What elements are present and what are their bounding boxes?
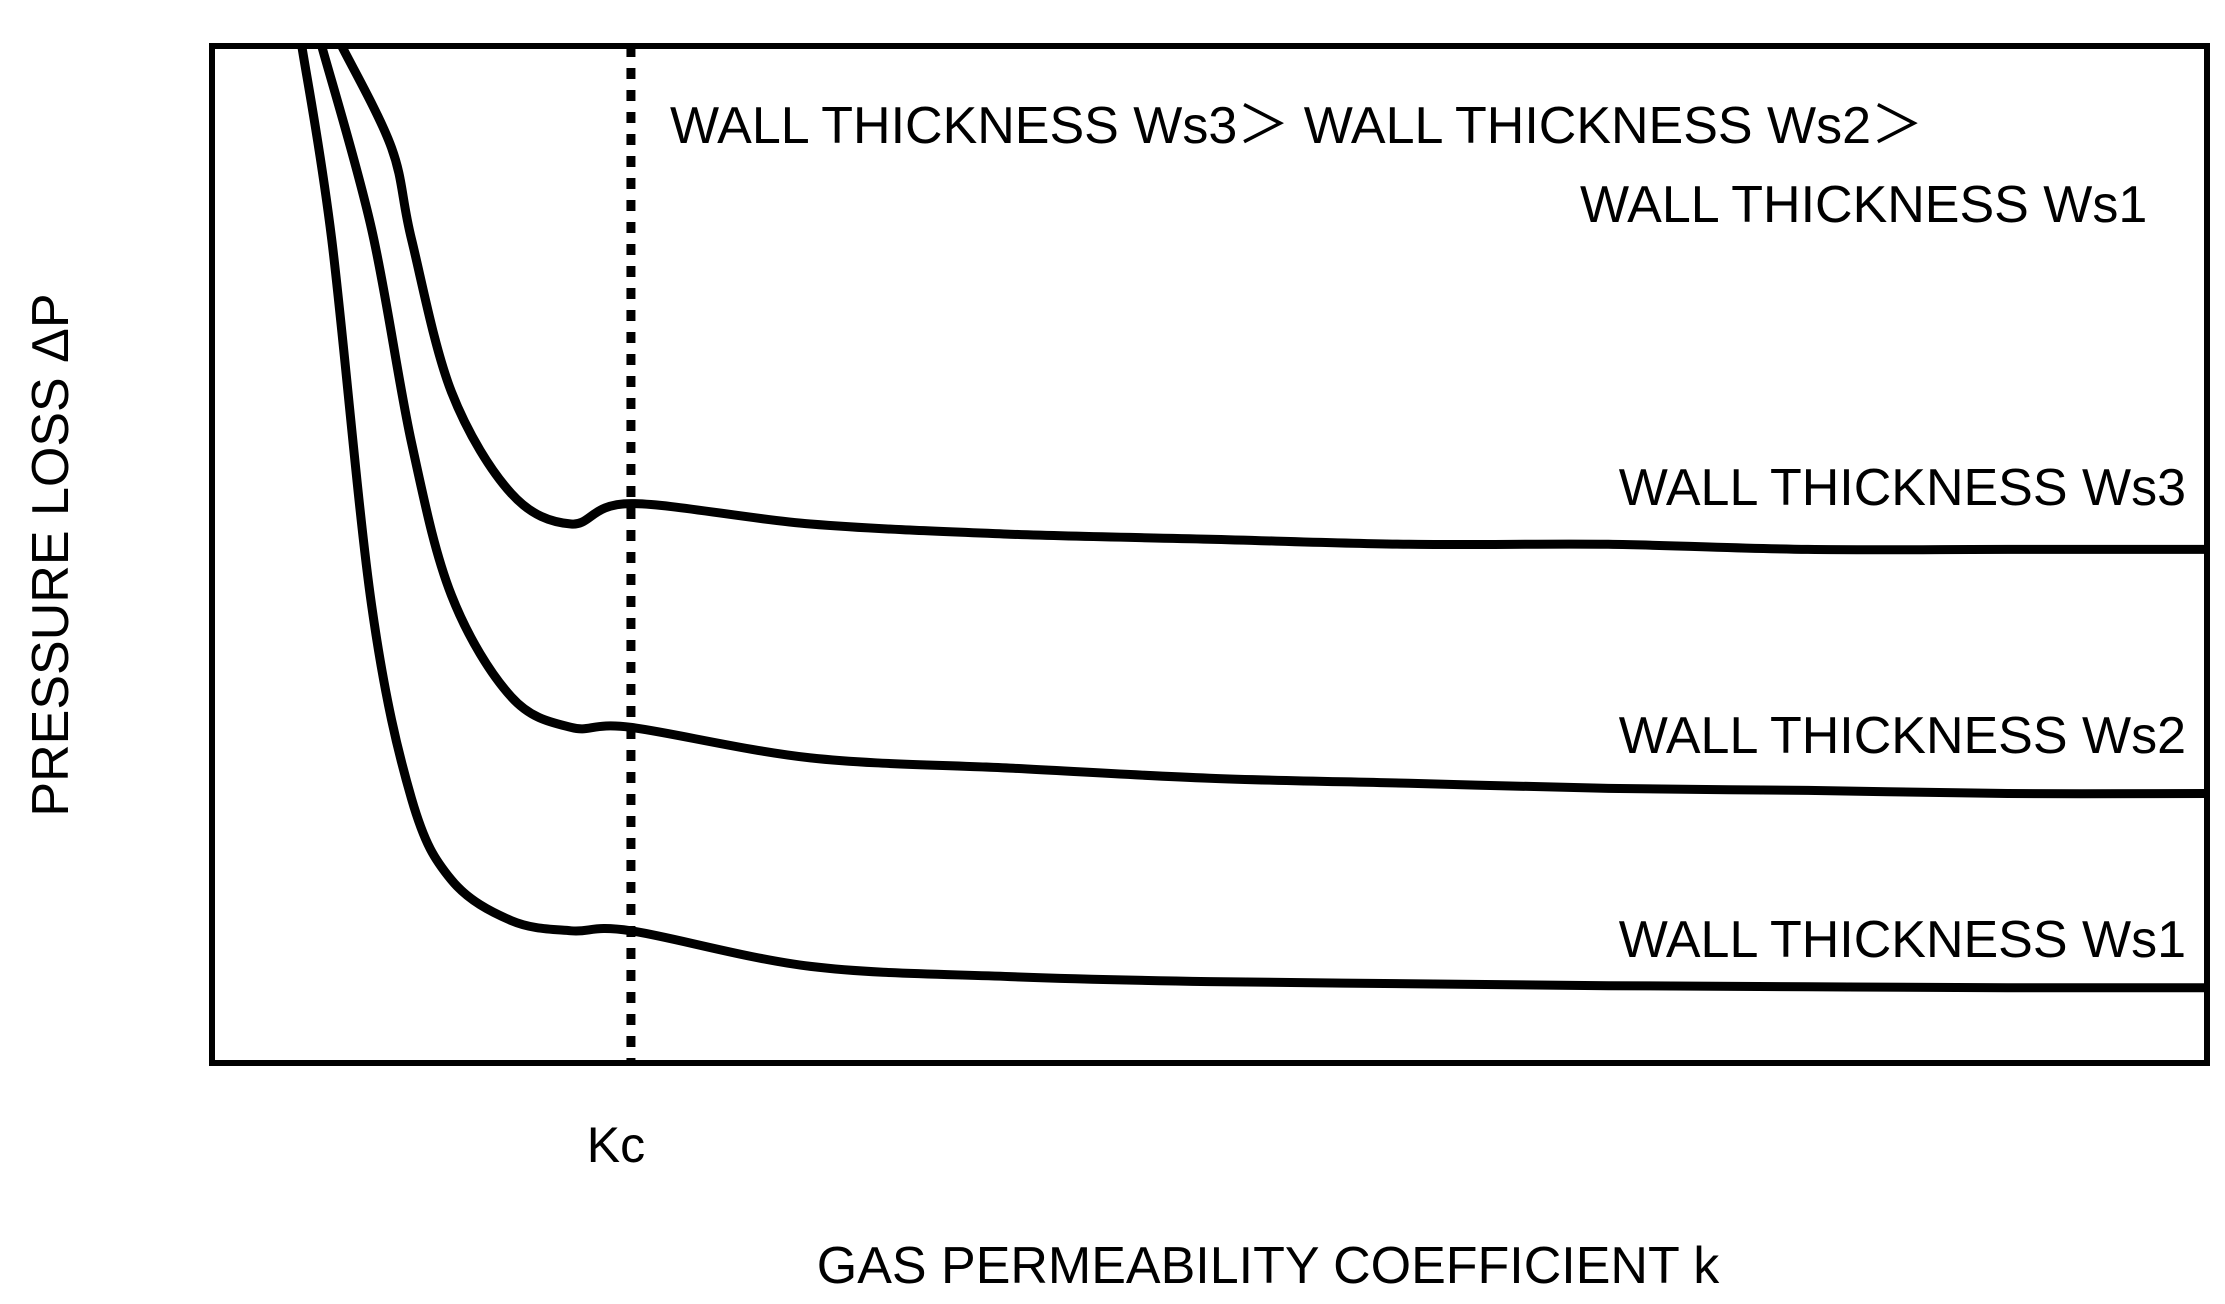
x-axis-label: GAS PERMEABILITY COEFFICIENT k (817, 1237, 1720, 1295)
series-line-ws2 (322, 46, 2207, 794)
x-tick-label-kc: Kc (587, 1117, 645, 1173)
chart-title-line-2: WALL THICKNESS Ws1 (1580, 176, 2147, 234)
series-label-ws2: WALL THICKNESS Ws2 (1619, 707, 2186, 765)
series-label-ws3: WALL THICKNESS Ws3 (1619, 459, 2186, 517)
chart-title-line-1: WALL THICKNESS Ws3＞ WALL THICKNESS Ws2＞ (670, 97, 1923, 155)
series-label-ws1: WALL THICKNESS Ws1 (1619, 911, 2186, 969)
y-axis-label: PRESSURE LOSS ΔP (22, 293, 80, 816)
